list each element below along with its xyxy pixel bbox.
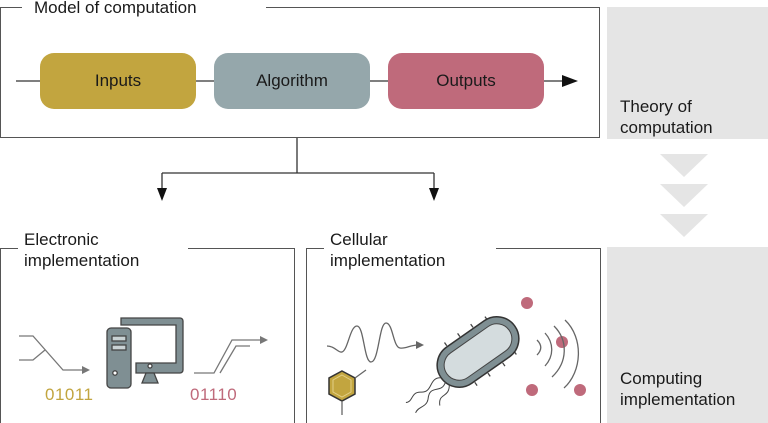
signal-molecule-dot — [521, 297, 533, 309]
algorithm-step: Algorithm — [214, 53, 370, 109]
computing-label: Computing implementation — [620, 369, 736, 409]
signal-molecule-dot — [574, 384, 586, 396]
model-frame — [0, 7, 600, 138]
model-title: Model of computation — [22, 0, 266, 18]
computing-panel: Computing implementation — [607, 247, 768, 423]
chevron-down-icon — [660, 214, 708, 237]
arrow-down-icon — [157, 188, 167, 201]
molecule-icon — [328, 369, 367, 415]
wave-signal-icon — [326, 322, 424, 363]
emission-waves-icon — [536, 319, 580, 389]
output-bits: 01110 — [190, 385, 238, 404]
output-signal-icon — [194, 336, 268, 374]
signal-molecule-dot — [556, 336, 568, 348]
bacterium-icon — [405, 316, 520, 414]
outputs-step: Outputs — [388, 53, 544, 109]
chevron-down-icon — [660, 154, 708, 177]
signal-molecules — [521, 297, 586, 396]
theory-label: Theory of computation — [620, 97, 713, 137]
signal-molecule-dot — [526, 384, 538, 396]
input-signal-icon — [19, 335, 90, 374]
inputs-step: Inputs — [40, 53, 196, 109]
arrowhead-icon — [562, 75, 578, 87]
computer-icon — [106, 317, 184, 389]
input-bits: 01011 — [45, 385, 94, 404]
electronic-title: Electronic implementation — [18, 229, 188, 271]
chevron-down-icon — [660, 184, 708, 207]
theory-panel: Theory of computation — [607, 7, 768, 139]
cellular-title: Cellular implementation — [324, 229, 496, 271]
arrow-down-icon — [429, 188, 439, 201]
